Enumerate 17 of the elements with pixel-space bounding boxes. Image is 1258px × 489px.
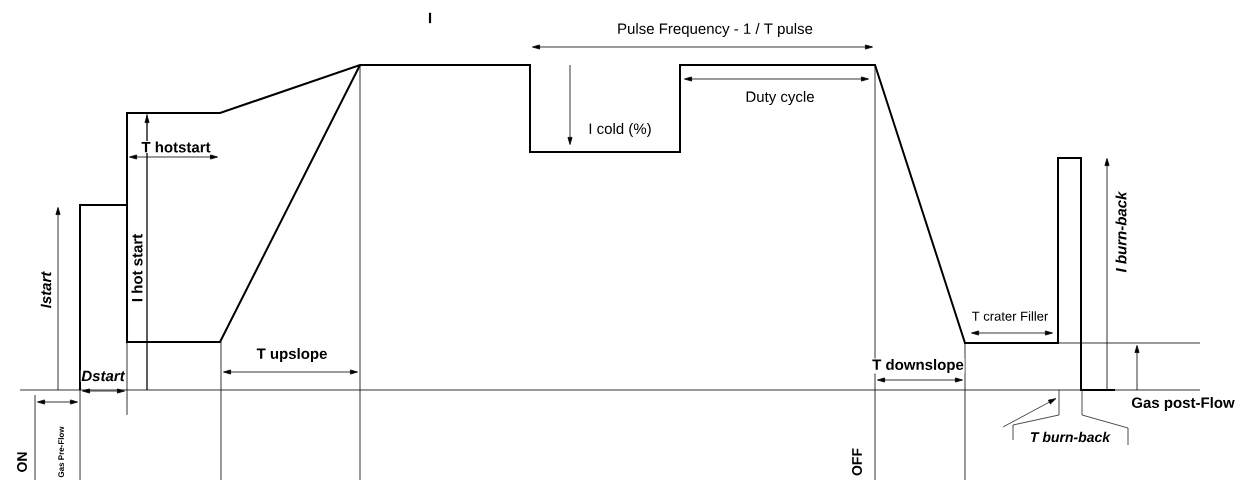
dimension-label: Pulse Frequency - 1 / T pulse	[616, 22, 814, 38]
state-label: OFF	[851, 447, 863, 477]
axis-label: I	[427, 12, 433, 24]
dimension-label: I burn-back	[1114, 190, 1128, 273]
dimension-label: T downslope	[871, 358, 965, 374]
dimension-label: I cold (%)	[587, 122, 653, 138]
dimension-label: T crater Filler	[971, 310, 1049, 322]
dimension-label: I hot start	[130, 233, 144, 303]
dimension-label: T burn-back	[1029, 431, 1111, 443]
dimension-label: Istart	[40, 271, 52, 309]
state-label: ON	[16, 450, 28, 474]
dimension-label: Gas Pre-Flow	[57, 425, 65, 479]
dimension-label: T hotstart	[140, 140, 212, 154]
dimension-label: Duty cycle	[744, 90, 816, 106]
dimension-label: T upslope	[256, 347, 329, 363]
dimension-label: Dstart	[80, 370, 126, 382]
dimension-label: Gas post-Flow	[1130, 396, 1236, 412]
